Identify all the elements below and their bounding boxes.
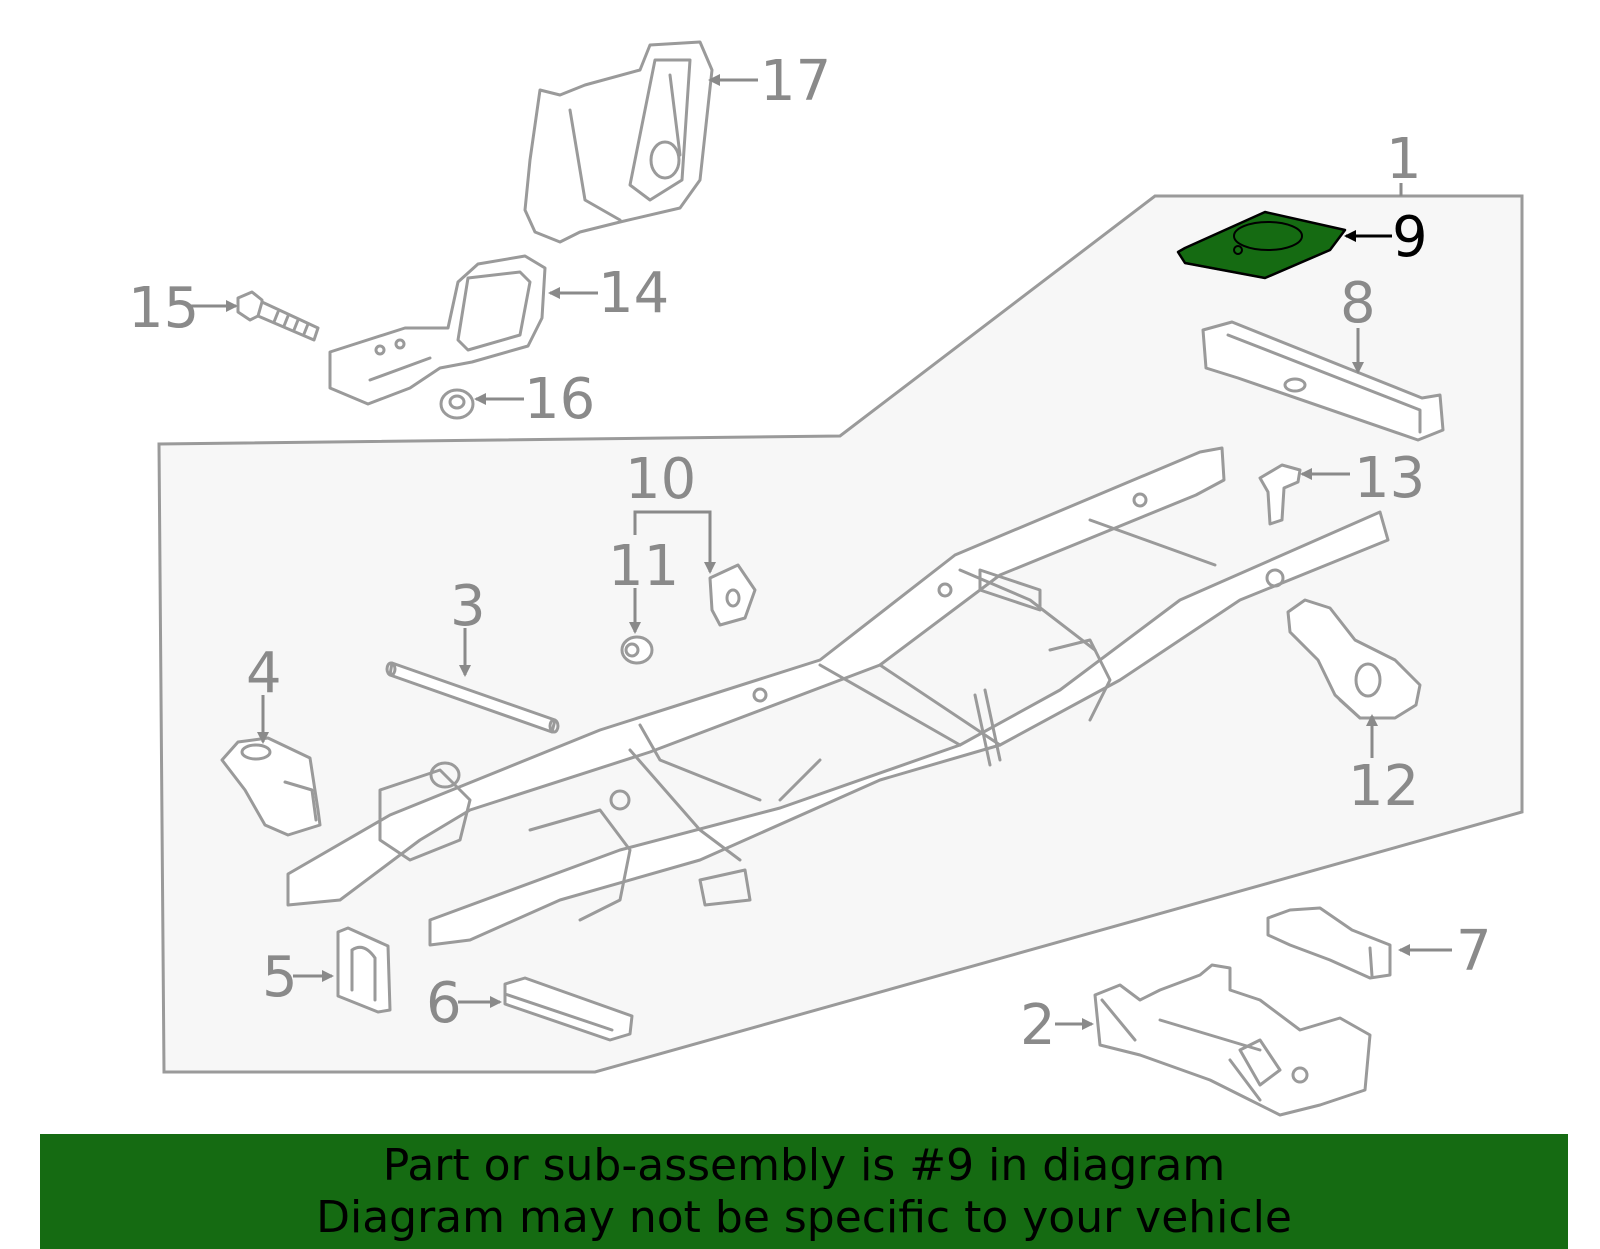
- part-14-mount-bracket[interactable]: [328, 254, 547, 406]
- callout-4: 4: [246, 641, 282, 706]
- callout-labels: 17 1 9 14 15 8 16 10 13 11 3 4 12 7 5 6 …: [128, 49, 1492, 1058]
- callout-9: 9: [1392, 205, 1428, 270]
- callout-7: 7: [1456, 919, 1492, 984]
- callout-8: 8: [1340, 271, 1376, 336]
- part-13-bracket[interactable]: [1258, 463, 1302, 526]
- callout-5: 5: [262, 945, 298, 1010]
- part-16-nut[interactable]: [439, 388, 475, 420]
- part-3-rod[interactable]: [385, 661, 560, 734]
- part-7-bracket[interactable]: [1266, 906, 1392, 980]
- callout-17: 17: [760, 49, 831, 114]
- callout-6: 6: [426, 971, 462, 1036]
- arrow-10: [633, 510, 716, 574]
- assembly-1-boundary: [157, 194, 1524, 1074]
- part-10-bracket[interactable]: [708, 563, 757, 627]
- callout-2: 2: [1020, 993, 1056, 1058]
- part-2-crossmember-assembly[interactable]: [1093, 963, 1372, 1117]
- frame-assembly: [286, 446, 1390, 947]
- info-banner: Part or sub-assembly is #9 in diagram Di…: [40, 1134, 1568, 1249]
- part-5-plate[interactable]: [336, 926, 392, 1014]
- callout-15: 15: [128, 276, 199, 341]
- leader-arrows: [190, 74, 1452, 1030]
- callout-1: 1: [1386, 127, 1422, 192]
- part-6-channel[interactable]: [503, 976, 634, 1042]
- callout-11: 11: [608, 534, 679, 599]
- part-15-bolt[interactable]: [236, 290, 320, 342]
- callout-13: 13: [1354, 446, 1425, 511]
- callout-16: 16: [524, 367, 595, 432]
- part-8-crossmember[interactable]: [1201, 320, 1445, 442]
- part-4-mount[interactable]: [220, 736, 322, 837]
- callout-12: 12: [1348, 754, 1419, 819]
- callout-14: 14: [598, 261, 669, 326]
- banner-line-1: Part or sub-assembly is #9 in diagram: [382, 1140, 1226, 1191]
- part-12-engine-mount[interactable]: [1286, 598, 1422, 720]
- callout-10: 10: [625, 447, 696, 512]
- banner-line-2: Diagram may not be specific to your vehi…: [316, 1192, 1292, 1243]
- part-11-bushing[interactable]: [620, 635, 654, 665]
- part-17-shield[interactable]: [523, 40, 714, 244]
- callout-3: 3: [450, 574, 486, 639]
- part-9-highlighted[interactable]: [1176, 210, 1347, 280]
